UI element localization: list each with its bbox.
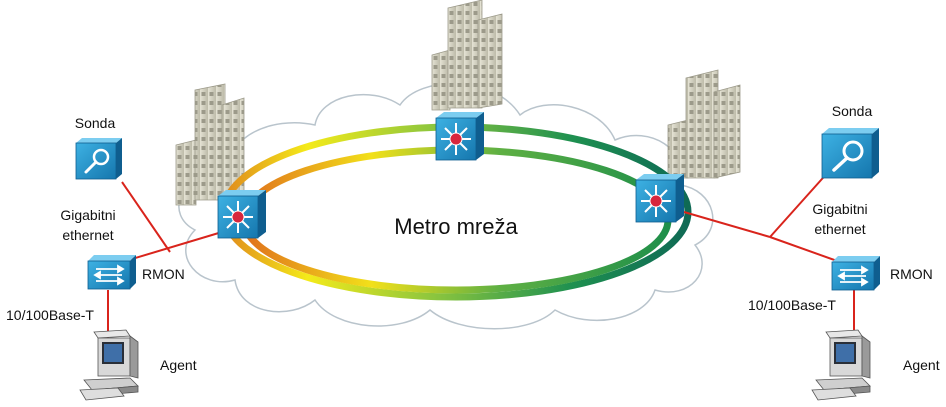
left-switch-label: RMON: [142, 266, 185, 282]
building-icon: [667, 69, 741, 179]
left-link-label-line2: ethernet: [62, 227, 113, 243]
right-probe-label: Sonda: [832, 103, 873, 119]
right-link-label-line2: ethernet: [814, 221, 865, 237]
right-switch-label: RMON: [890, 266, 933, 282]
building-icon: [431, 0, 503, 111]
magnifier-probe-icon: [821, 128, 879, 179]
workstation-icon: [811, 329, 871, 401]
link-lines: [107, 169, 855, 340]
multilayer-switch-icon: [635, 174, 684, 223]
right-link-label-line1: Gigabitni: [812, 201, 867, 217]
left-probe-label: Sonda: [75, 115, 116, 131]
multilayer-switch-icon: [217, 190, 266, 239]
workgroup-switch-icon: [87, 255, 136, 290]
left-link-label-line1: Gigabitni: [60, 207, 115, 223]
workgroup-switch-icon: [831, 256, 880, 291]
building-icon: [175, 83, 245, 206]
multilayer-switch-icon: [435, 112, 484, 161]
center-label: Metro mreža: [394, 214, 518, 239]
left-access-label: 10/100Base-T: [6, 307, 94, 323]
right-access-label: 10/100Base-T: [748, 297, 836, 313]
workstation-icon: [79, 329, 139, 401]
magnifier-probe-icon: [75, 138, 122, 180]
left-host-label: Agent: [160, 357, 197, 373]
right-host-label: Agent: [903, 357, 940, 373]
